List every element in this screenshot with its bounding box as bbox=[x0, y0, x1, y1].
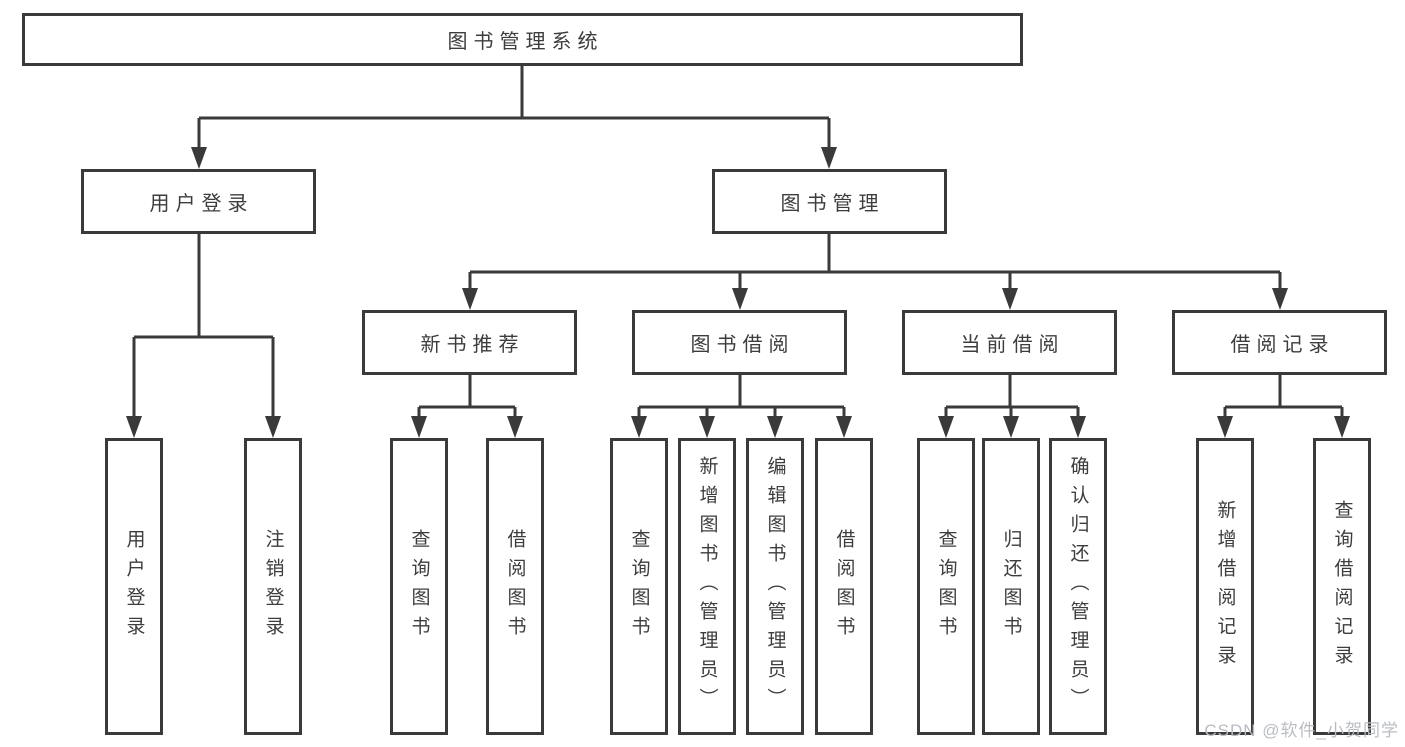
leaf-recommend-borrow-books: 借阅图书 bbox=[486, 438, 544, 735]
leaf-logout: 注销登录 bbox=[244, 438, 302, 735]
leaf-current-query-books: 查询图书 bbox=[917, 438, 975, 735]
leaf-user-login: 用户登录 bbox=[105, 438, 163, 735]
leaf-query-borrow-record: 查询借阅记录 bbox=[1313, 438, 1371, 735]
node-new-book-recommend: 新书推荐 bbox=[362, 310, 577, 375]
node-user-login: 用户登录 bbox=[81, 169, 316, 234]
leaf-edit-books-admin: 编辑图书（管理员） bbox=[746, 438, 804, 735]
leaf-recommend-query-books: 查询图书 bbox=[390, 438, 448, 735]
leaf-add-books-admin: 新增图书（管理员） bbox=[678, 438, 736, 735]
leaf-confirm-return-admin: 确认归还（管理员） bbox=[1049, 438, 1107, 735]
leaf-borrow-query-books: 查询图书 bbox=[610, 438, 668, 735]
node-book-borrow: 图书借阅 bbox=[632, 310, 847, 375]
node-borrow-records: 借阅记录 bbox=[1172, 310, 1387, 375]
node-root: 图书管理系统 bbox=[22, 13, 1023, 66]
node-book-management: 图书管理 bbox=[712, 169, 947, 234]
node-current-borrow: 当前借阅 bbox=[902, 310, 1117, 375]
leaf-add-borrow-record: 新增借阅记录 bbox=[1196, 438, 1254, 735]
csdn-watermark: CSDN @软件_小贺同学 bbox=[1204, 721, 1399, 740]
leaf-return-books: 归还图书 bbox=[982, 438, 1040, 735]
leaf-borrow-books: 借阅图书 bbox=[815, 438, 873, 735]
arrowheads bbox=[126, 147, 1350, 438]
